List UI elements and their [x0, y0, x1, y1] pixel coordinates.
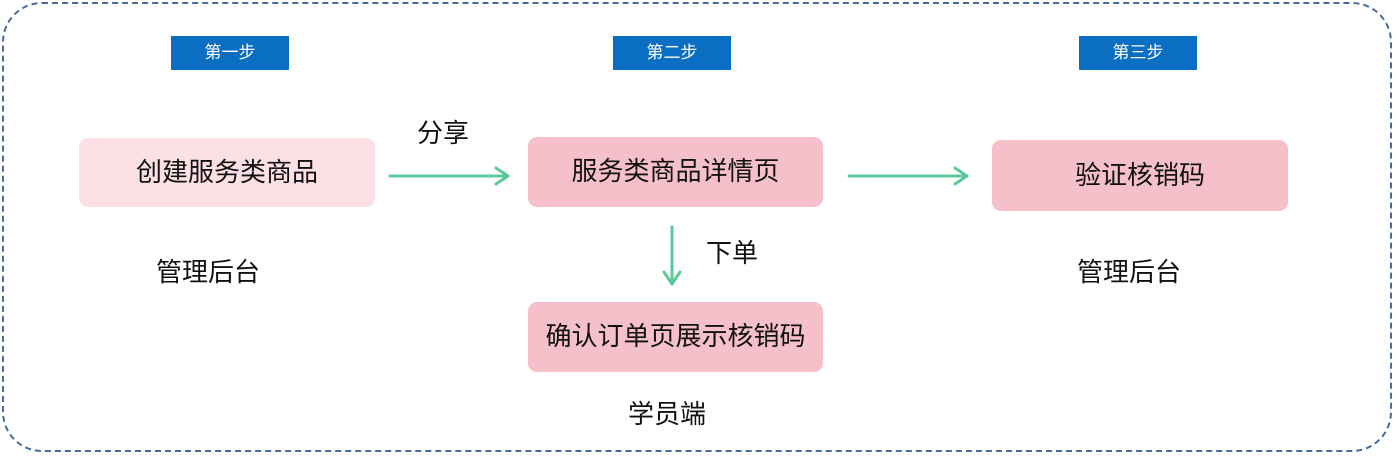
group-label-student: 学员端	[628, 400, 707, 430]
arrow-detail-to-verify	[847, 166, 969, 186]
group-label-admin-left: 管理后台	[156, 258, 261, 288]
edge-label-share: 分享	[417, 119, 470, 149]
arrow-create-to-detail	[388, 166, 510, 186]
node-create-service-product: 创建服务类商品	[79, 138, 375, 207]
edge-label-place-order: 下单	[706, 239, 759, 269]
step-tag-2: 第二步	[613, 36, 731, 70]
node-confirm-order-page: 确认订单页展示核销码	[528, 302, 823, 372]
arrow-detail-to-confirm-order	[662, 225, 682, 286]
node-service-product-detail: 服务类商品详情页	[528, 137, 823, 207]
step-tag-3: 第三步	[1079, 36, 1197, 70]
step-tag-1: 第一步	[171, 36, 289, 70]
node-verify-code: 验证核销码	[992, 140, 1288, 211]
group-label-admin-right: 管理后台	[1077, 258, 1182, 288]
